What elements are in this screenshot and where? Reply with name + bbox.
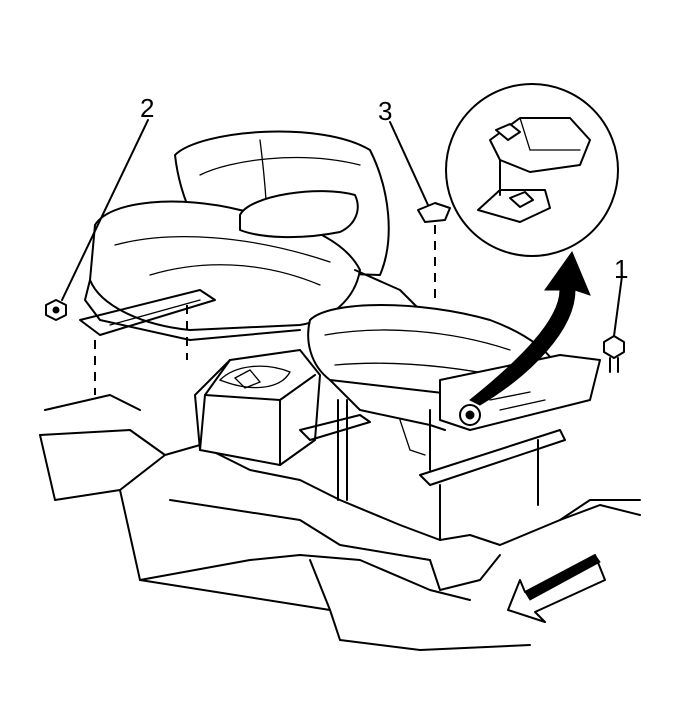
callout-label-3: 3 [378, 96, 392, 126]
track-cover-3 [417, 202, 451, 223]
leader-lines [61, 119, 623, 337]
seat-bolt-1 [603, 335, 625, 373]
callout-label-2: 2 [140, 93, 154, 123]
front-bucket-seat [299, 304, 601, 486]
floor-pan [39, 394, 641, 651]
front-direction-arrow-icon [507, 554, 606, 623]
center-console [194, 349, 321, 466]
seat-nut-2 [45, 299, 67, 321]
stud-guides [94, 225, 539, 541]
detail-pointer-arrow [469, 250, 591, 406]
detail-view [445, 83, 619, 257]
rear-bench-seat [79, 130, 421, 341]
callout-label-1: 1 [614, 254, 628, 284]
